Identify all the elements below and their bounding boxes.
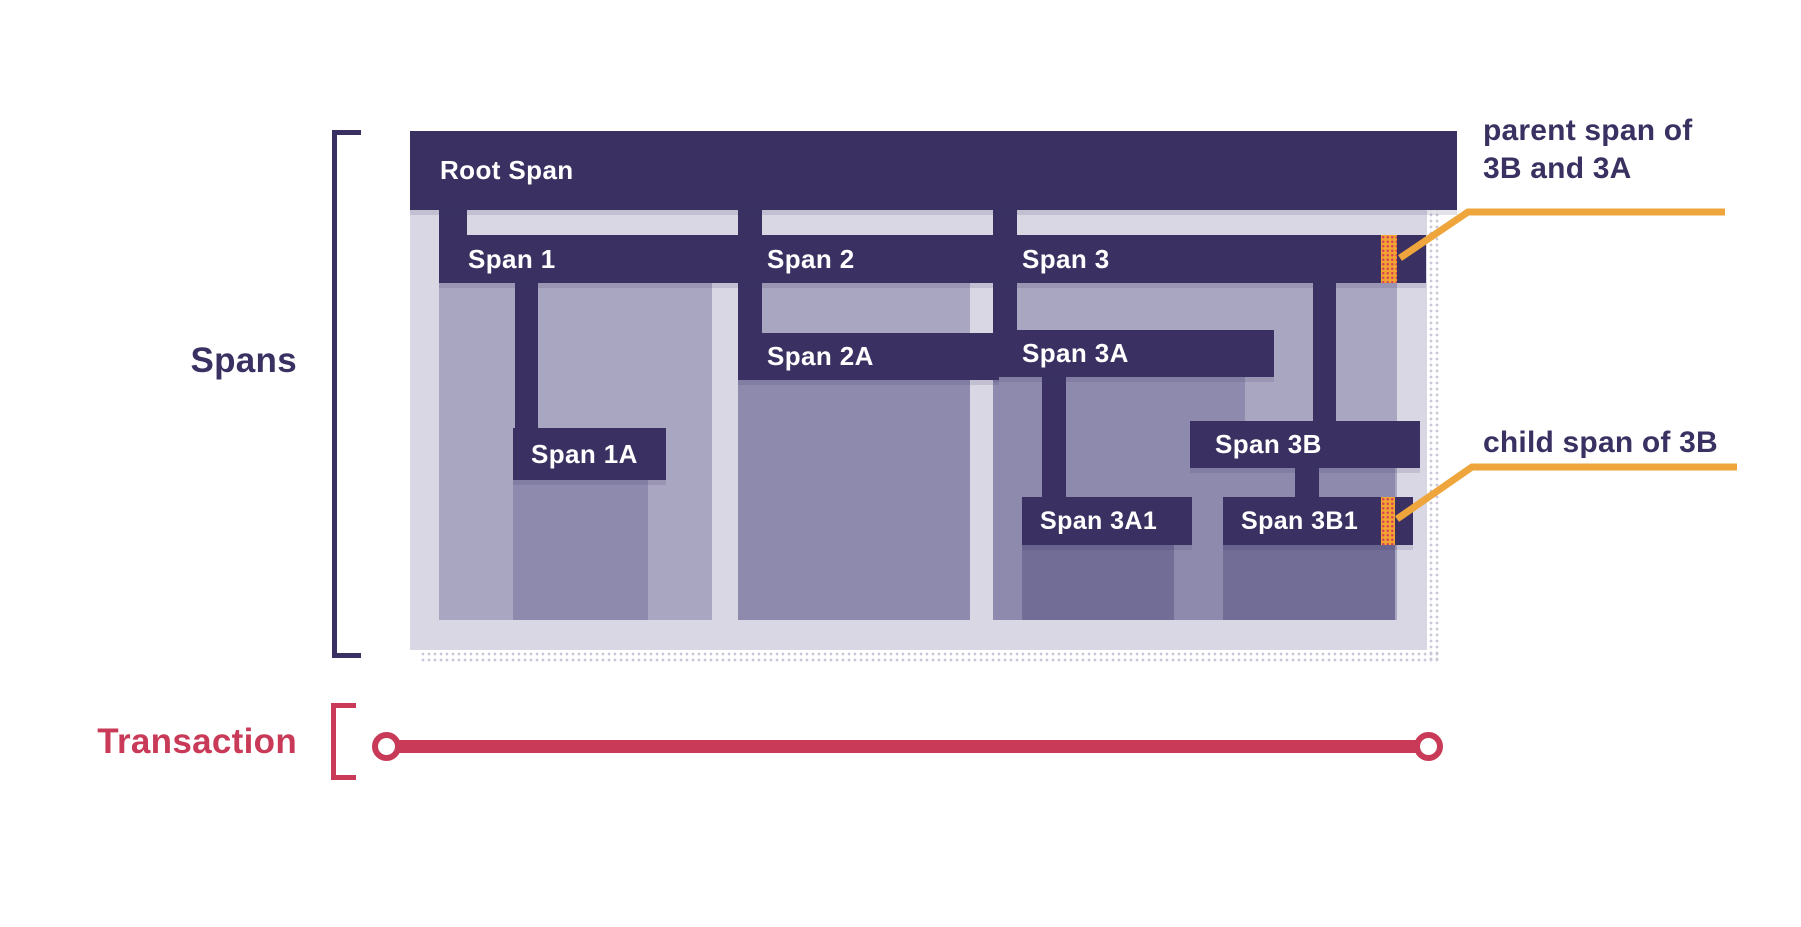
connector-span3-to-span3a [993, 281, 1017, 331]
connector-span1-to-span1a [515, 281, 538, 428]
span-1a-label: Span 1A [531, 438, 638, 469]
span-3a-bar: Span 3A [993, 330, 1274, 377]
timeline-start-circle [372, 732, 401, 761]
child-span-marker [1381, 497, 1395, 545]
span-2a-label: Span 2A [767, 341, 874, 371]
parent-span-annotation-line2: 3B and 3A [1483, 152, 1632, 185]
root-span-bar: Root Span [410, 131, 1457, 210]
span-3a-label: Span 3A [1022, 338, 1129, 368]
span-1-bar: Span 1 [439, 235, 741, 283]
span-3a1-label: Span 3A1 [1040, 506, 1158, 535]
span-tree-container: Root Span Span 1 Span 2 Span 3 Span 1A S… [410, 131, 1457, 650]
span-3-label: Span 3 [1022, 243, 1110, 274]
parent-span-annotation: parent span of 3B and 3A [1483, 112, 1763, 188]
root-span-label: Root Span [440, 155, 574, 185]
span-3a1-bar: Span 3A1 [1022, 497, 1192, 545]
span-2-bar: Span 2 [738, 235, 999, 283]
child-span-callout-line [1395, 463, 1737, 522]
parent-span-callout-line [1398, 208, 1725, 261]
span-2-label: Span 2 [767, 243, 855, 274]
child-span-annotation: child span of 3B [1483, 426, 1718, 459]
span-2a-bar: Span 2A [738, 333, 999, 380]
span-3a1-extent [1022, 545, 1174, 620]
span-2a-extent [738, 380, 970, 620]
timeline-end-circle [1414, 732, 1443, 761]
parent-span-annotation-line1: parent span of [1483, 114, 1693, 147]
spans-label: Spans [190, 341, 297, 380]
container-shadow-right [1428, 140, 1439, 662]
connector-span3b-to-span3b1 [1295, 467, 1319, 498]
parent-span-marker [1381, 235, 1397, 283]
connector-span3-to-span3b [1313, 281, 1336, 422]
span-1a-bar: Span 1A [513, 428, 666, 480]
connector-span2-to-span2a [738, 281, 762, 334]
span-1a-extent [513, 480, 648, 620]
connector-root-to-span2 [738, 209, 762, 236]
transaction-timeline-line [399, 740, 1416, 753]
container-shadow-bottom [420, 651, 1439, 663]
connector-span3a-to-span3a1 [1042, 376, 1066, 498]
span-3b1-extent [1223, 545, 1395, 620]
span-3b-bar: Span 3B [1190, 421, 1420, 468]
span-3b1-label: Span 3B1 [1241, 506, 1359, 535]
span-3b-label: Span 3B [1215, 429, 1322, 459]
span-1-label: Span 1 [468, 243, 556, 274]
transaction-label: Transaction [97, 722, 297, 761]
span-3-bar: Span 3 [993, 235, 1426, 283]
connector-root-to-span3 [993, 209, 1017, 236]
connector-root-to-span1 [439, 209, 467, 236]
